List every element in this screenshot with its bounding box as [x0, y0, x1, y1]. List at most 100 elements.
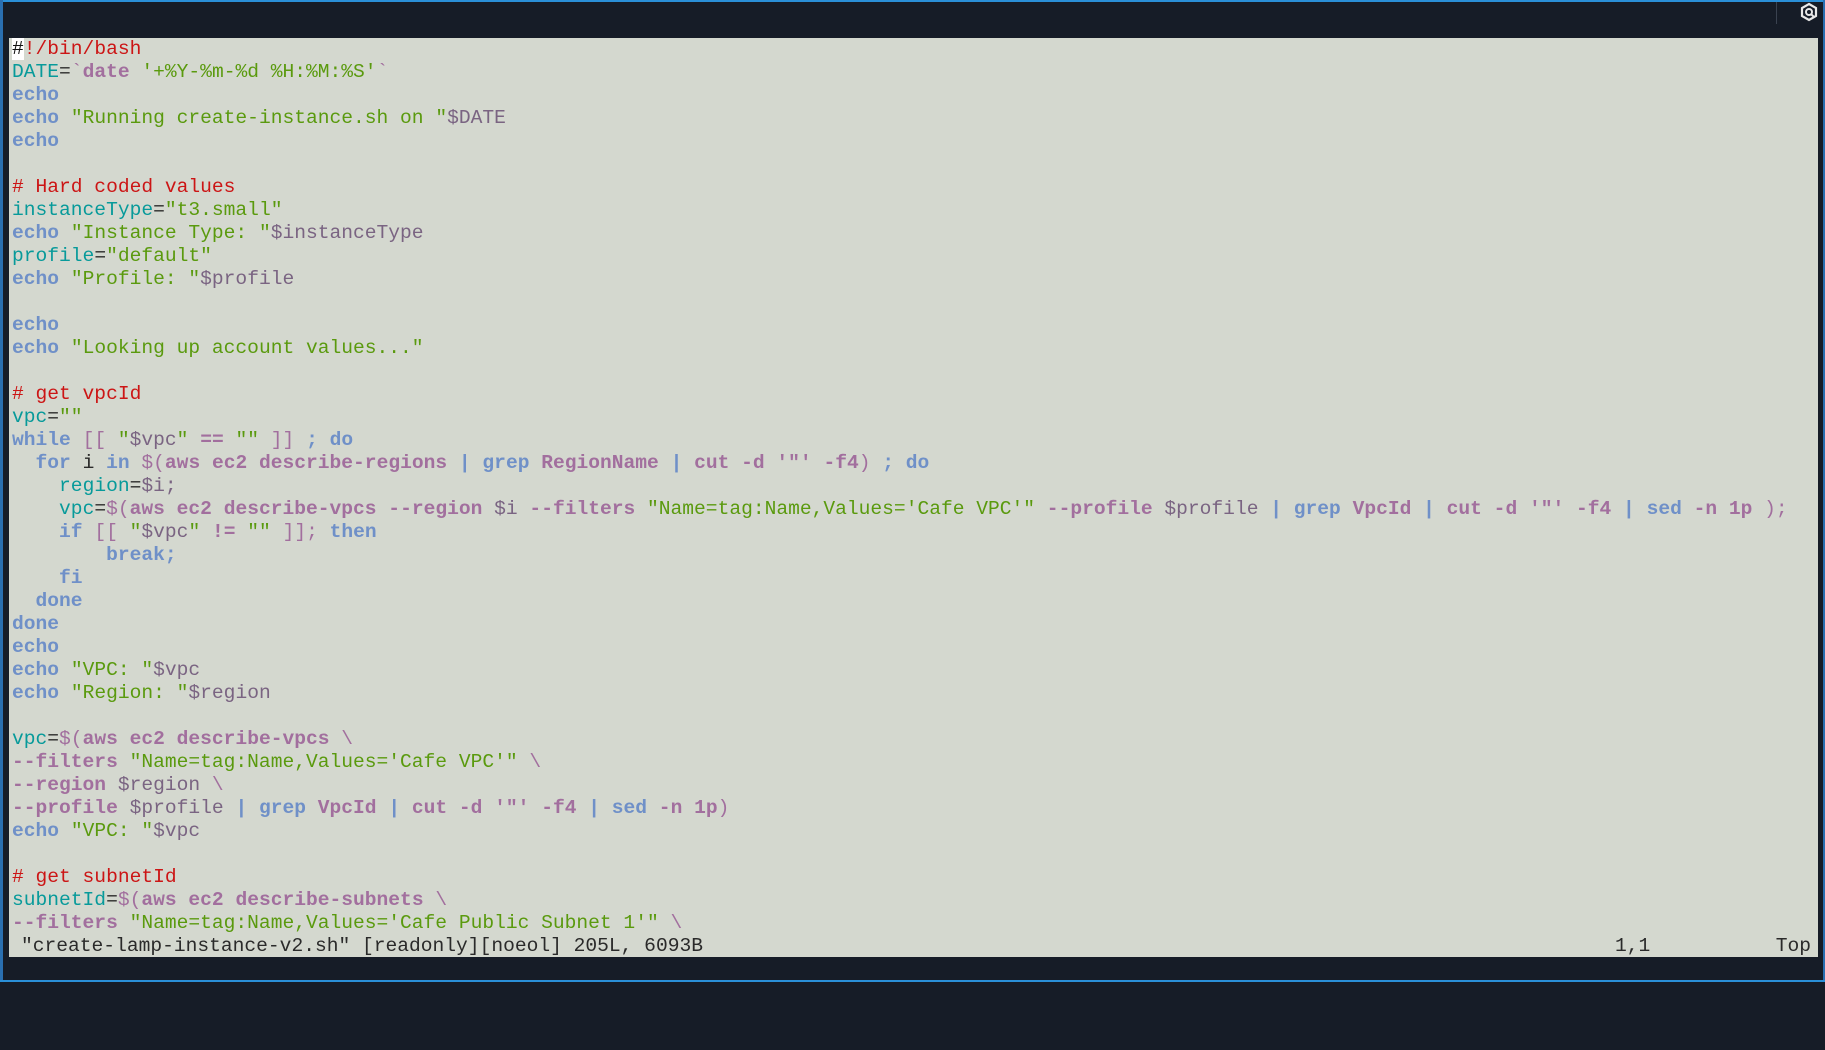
code-line[interactable]: region=$i;: [12, 475, 1788, 498]
vim-status-line: "create-lamp-instance-v2.sh" [readonly][…: [21, 935, 1819, 958]
code-line[interactable]: while [[ "$vpc" == "" ]] ; do: [12, 429, 1788, 452]
code-token: ]]: [270, 429, 295, 451]
code-line[interactable]: profile="default": [12, 245, 1788, 268]
code-token: [1282, 498, 1294, 520]
code-token: if: [59, 521, 83, 543]
code-token: [130, 61, 142, 83]
code-token: cut -d '"' -f4: [1434, 498, 1624, 520]
code-token: );: [1764, 498, 1788, 520]
code-line[interactable]: [12, 360, 1788, 383]
code-line[interactable]: echo "Looking up account values...": [12, 337, 1788, 360]
code-token: $profile: [1164, 498, 1259, 520]
code-token: # get subnetId: [12, 866, 177, 888]
code-token: [130, 452, 142, 474]
code-token: aws ec2 describe-subnets: [141, 889, 436, 911]
text-cursor: #: [12, 38, 24, 60]
code-line[interactable]: # get subnetId: [12, 866, 1788, 889]
code-token: done: [12, 613, 60, 635]
code-token: --profile: [1035, 498, 1165, 520]
code-token: [200, 774, 212, 796]
code-line[interactable]: subnetId=$(aws ec2 describe-subnets \: [12, 889, 1788, 912]
code-token: echo: [12, 268, 60, 290]
code-line[interactable]: done: [12, 590, 1788, 613]
code-line[interactable]: echo: [12, 636, 1788, 659]
code-token: echo: [12, 107, 60, 129]
code-token: [59, 820, 71, 842]
code-line[interactable]: [12, 705, 1788, 728]
code-line[interactable]: echo "Running create-instance.sh on "$DA…: [12, 107, 1788, 130]
topbar-divider: [1776, 2, 1777, 24]
code-line[interactable]: # Hard coded values: [12, 176, 1788, 199]
code-token: \: [670, 912, 683, 934]
code-line[interactable]: echo "VPC: "$vpc: [12, 659, 1788, 682]
code-token: [224, 797, 236, 819]
code-line[interactable]: [12, 291, 1788, 314]
code-token: [200, 521, 212, 543]
code-line[interactable]: [12, 843, 1788, 866]
code-line[interactable]: [12, 153, 1788, 176]
code-line[interactable]: --profile $profile | grep VpcId | cut -d…: [12, 797, 1788, 820]
code-token: in: [106, 452, 130, 474]
code-line[interactable]: echo: [12, 314, 1788, 337]
code-line[interactable]: echo "Instance Type: "$instanceType: [12, 222, 1788, 245]
code-line[interactable]: # get vpcId: [12, 383, 1788, 406]
code-line[interactable]: vpc=$(aws ec2 describe-vpcs \: [12, 728, 1788, 751]
code-line[interactable]: echo: [12, 130, 1788, 153]
code-line[interactable]: echo: [12, 84, 1788, 107]
code-token: $DATE: [447, 107, 506, 129]
code-token: "": [235, 429, 260, 451]
code-line[interactable]: instanceType="t3.small": [12, 199, 1788, 222]
code-token: # get vpcId: [12, 383, 142, 405]
code-token: $(: [141, 452, 165, 474]
code-token: done: [35, 590, 83, 612]
code-token: sed: [611, 797, 648, 819]
code-line[interactable]: echo "Profile: "$profile: [12, 268, 1788, 291]
code-line[interactable]: --filters "Name=tag:Name,Values='Cafe Pu…: [12, 912, 1788, 935]
code-line[interactable]: if [[ "$vpc" != "" ]]; then: [12, 521, 1788, 544]
code-line[interactable]: vpc="": [12, 406, 1788, 429]
code-line[interactable]: --filters "Name=tag:Name,Values='Cafe VP…: [12, 751, 1788, 774]
code-token: $region: [117, 774, 201, 796]
code-line[interactable]: vpc=$(aws ec2 describe-vpcs --region $i …: [12, 498, 1788, 521]
status-scroll-position: Top: [1775, 935, 1811, 957]
code-token: "Name=tag:Name,Values='Cafe Public Subne…: [129, 912, 659, 934]
code-token: echo: [12, 337, 60, 359]
code-token: "VPC: ": [70, 820, 154, 842]
code-token: break;: [106, 544, 177, 566]
code-token: [[: [82, 429, 107, 451]
code-token: [12, 521, 59, 543]
code-line[interactable]: for i in $(aws ec2 describe-regions | gr…: [12, 452, 1788, 475]
code-token: |: [1270, 498, 1282, 520]
code-token: =: [47, 406, 60, 428]
code-token: \: [435, 889, 448, 911]
code-line[interactable]: fi: [12, 567, 1788, 590]
code-line[interactable]: echo "VPC: "$vpc: [12, 820, 1788, 843]
code-line[interactable]: DATE=`date '+%Y-%m-%d %H:%M:%S'`: [12, 61, 1788, 84]
code-line[interactable]: echo "Region: "$region: [12, 682, 1788, 705]
code-line[interactable]: #!/bin/bash: [12, 38, 1788, 61]
code-token: =: [129, 475, 142, 497]
code-token: region: [59, 475, 130, 497]
hexagon-logo-icon[interactable]: [1799, 2, 1819, 22]
code-token: aws ec2 describe-regions: [164, 452, 459, 474]
code-line[interactable]: done: [12, 613, 1788, 636]
code-token: [659, 912, 671, 934]
code-token: ): [858, 452, 871, 474]
code-token: $vpc: [153, 659, 201, 681]
code-token: [471, 452, 483, 474]
code-token: ": [117, 429, 130, 451]
code-token: `: [70, 61, 83, 83]
code-token: --filters: [12, 912, 130, 934]
code-token: then: [329, 521, 377, 543]
code-token: fi: [59, 567, 83, 589]
code-line[interactable]: --region $region \: [12, 774, 1788, 797]
code-line[interactable]: break;: [12, 544, 1788, 567]
code-token: [12, 590, 36, 612]
code-token: =: [106, 889, 118, 911]
code-token: RegionName: [529, 452, 671, 474]
code-token: [247, 797, 259, 819]
code-token: echo: [12, 659, 60, 681]
status-cursor-position: 1,1: [1615, 935, 1651, 957]
